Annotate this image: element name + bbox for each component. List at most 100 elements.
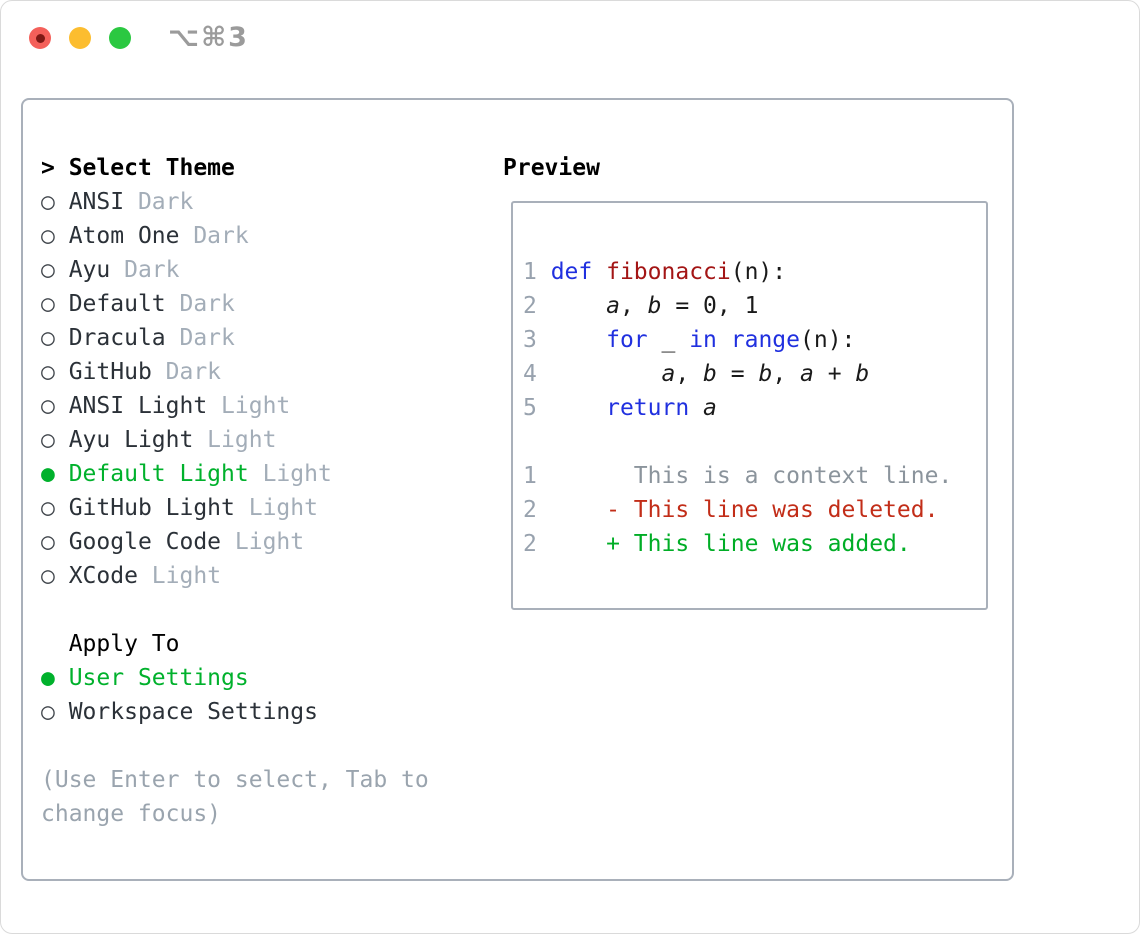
code-token: fibonacci: [606, 259, 731, 285]
titlebar: ⌥⌘3: [1, 1, 1139, 76]
spacer: [41, 729, 429, 763]
radio-unselected-icon: ○: [41, 223, 69, 249]
theme-option[interactable]: ○ XCode Light: [41, 559, 429, 593]
code-token: b: [703, 361, 717, 387]
close-button[interactable]: [29, 27, 51, 49]
preview-line: [523, 425, 986, 459]
theme-option[interactable]: ○ Google Code Light: [41, 525, 429, 559]
theme-option[interactable]: ○ Dracula Dark: [41, 321, 429, 355]
preview-title: Preview: [503, 155, 600, 181]
preview-box: 1 def fibonacci(n): 2 a, b = 0, 1 3 for _ …: [511, 201, 988, 610]
theme-variant-label: Light: [234, 495, 318, 521]
radio-selected-icon: ●: [41, 665, 69, 691]
theme-variant-label: Light: [221, 529, 305, 555]
theme-option[interactable]: ● Default Light Light: [41, 457, 429, 491]
apply-to-list: ● User Settings○ Workspace Settings: [41, 661, 429, 729]
code-token: ,: [772, 361, 801, 387]
code-token: (n):: [730, 259, 787, 285]
option-label: Default: [68, 291, 166, 317]
code-token: = 0, 1: [661, 293, 759, 319]
theme-option[interactable]: ○ Ayu Light Light: [41, 423, 429, 457]
theme-option[interactable]: ○ GitHub Light Light: [41, 491, 429, 525]
preview-line: [523, 221, 986, 255]
code-token: for: [606, 327, 648, 353]
code-token: +: [813, 361, 856, 387]
zoom-button[interactable]: [109, 27, 131, 49]
theme-selector-column: > Select Theme ○ ANSI Dark○ Atom One Dar…: [41, 151, 429, 831]
line-number: 2: [523, 531, 551, 557]
theme-variant-label: Dark: [151, 359, 222, 385]
line-number: 4: [523, 361, 551, 387]
option-label: Ayu: [68, 257, 111, 283]
radio-unselected-icon: ○: [41, 393, 69, 419]
code-token: - This line was deleted.: [550, 497, 939, 523]
help-text-line1: (Use Enter to select, Tab to: [41, 767, 429, 793]
radio-unselected-icon: ○: [41, 699, 69, 725]
window-title-shortcut: ⌥⌘3: [168, 22, 249, 53]
theme-variant-label: Dark: [110, 257, 180, 283]
option-label: GitHub: [68, 359, 152, 385]
radio-unselected-icon: ○: [41, 359, 69, 385]
code-token: a: [703, 395, 717, 421]
minimize-button[interactable]: [69, 27, 91, 49]
focus-caret-icon: >: [41, 155, 69, 181]
theme-option[interactable]: ○ ANSI Light Light: [41, 389, 429, 423]
code-token: [551, 395, 606, 421]
code-token: + This line was added.: [550, 531, 911, 557]
option-label: ANSI Light: [68, 393, 208, 419]
line-number: 5: [523, 395, 551, 421]
radio-unselected-icon: ○: [41, 257, 69, 283]
code-token: [689, 395, 703, 421]
preview-line: 3 for _ in range(n):: [523, 323, 986, 357]
apply-to-option[interactable]: ○ Workspace Settings: [41, 695, 429, 729]
preview-line: 2 + This line was added.: [523, 527, 986, 561]
theme-variant-label: Dark: [165, 291, 235, 317]
code-token: range: [730, 327, 800, 353]
code-token: ,: [619, 293, 648, 319]
theme-variant-label: Light: [207, 393, 291, 419]
theme-variant-label: Light: [193, 427, 277, 453]
option-label: XCode: [68, 563, 138, 589]
radio-unselected-icon: ○: [41, 325, 69, 351]
code-token: return: [606, 395, 690, 421]
code-token: b: [647, 293, 662, 319]
code-token: [717, 327, 731, 353]
option-label: Atom One: [68, 223, 180, 249]
theme-variant-label: Dark: [179, 223, 249, 249]
code-token: [551, 327, 606, 353]
theme-variant-label: Dark: [124, 189, 194, 215]
help-text-line2: change focus): [41, 801, 222, 827]
option-label: Default Light: [68, 461, 249, 487]
radio-unselected-icon: ○: [41, 427, 69, 453]
theme-option[interactable]: ○ Atom One Dark: [41, 219, 429, 253]
code-token: def: [550, 259, 593, 285]
preview-line: 1 This is a context line.: [523, 459, 986, 493]
spacer: [41, 593, 429, 627]
theme-option[interactable]: ○ Ayu Dark: [41, 253, 429, 287]
radio-selected-icon: ●: [41, 461, 69, 487]
theme-variant-label: Light: [248, 461, 332, 487]
code-token: This is a context line.: [550, 463, 953, 489]
option-label: ANSI: [68, 189, 125, 215]
theme-option[interactable]: ○ Default Dark: [41, 287, 429, 321]
option-label: Google Code: [68, 529, 222, 555]
code-token: a: [606, 293, 620, 319]
radio-unselected-icon: ○: [41, 291, 69, 317]
theme-option[interactable]: ○ ANSI Dark: [41, 185, 429, 219]
option-label: Workspace Settings: [68, 699, 318, 725]
line-number: [523, 429, 551, 455]
preview-line: 1 def fibonacci(n):: [523, 255, 986, 289]
theme-variant-label: Dark: [165, 325, 235, 351]
radio-unselected-icon: ○: [41, 189, 69, 215]
apply-to-option[interactable]: ● User Settings: [41, 661, 429, 695]
radio-unselected-icon: ○: [41, 529, 69, 555]
line-number: 2: [523, 293, 551, 319]
preview-line: 4 a, b = b, a + b: [523, 357, 986, 391]
code-token: =: [716, 361, 759, 387]
option-label: GitHub Light: [68, 495, 235, 521]
option-label: Ayu Light: [68, 427, 194, 453]
theme-option[interactable]: ○ GitHub Dark: [41, 355, 429, 389]
option-label: Dracula: [68, 325, 166, 351]
code-token: [551, 293, 606, 319]
